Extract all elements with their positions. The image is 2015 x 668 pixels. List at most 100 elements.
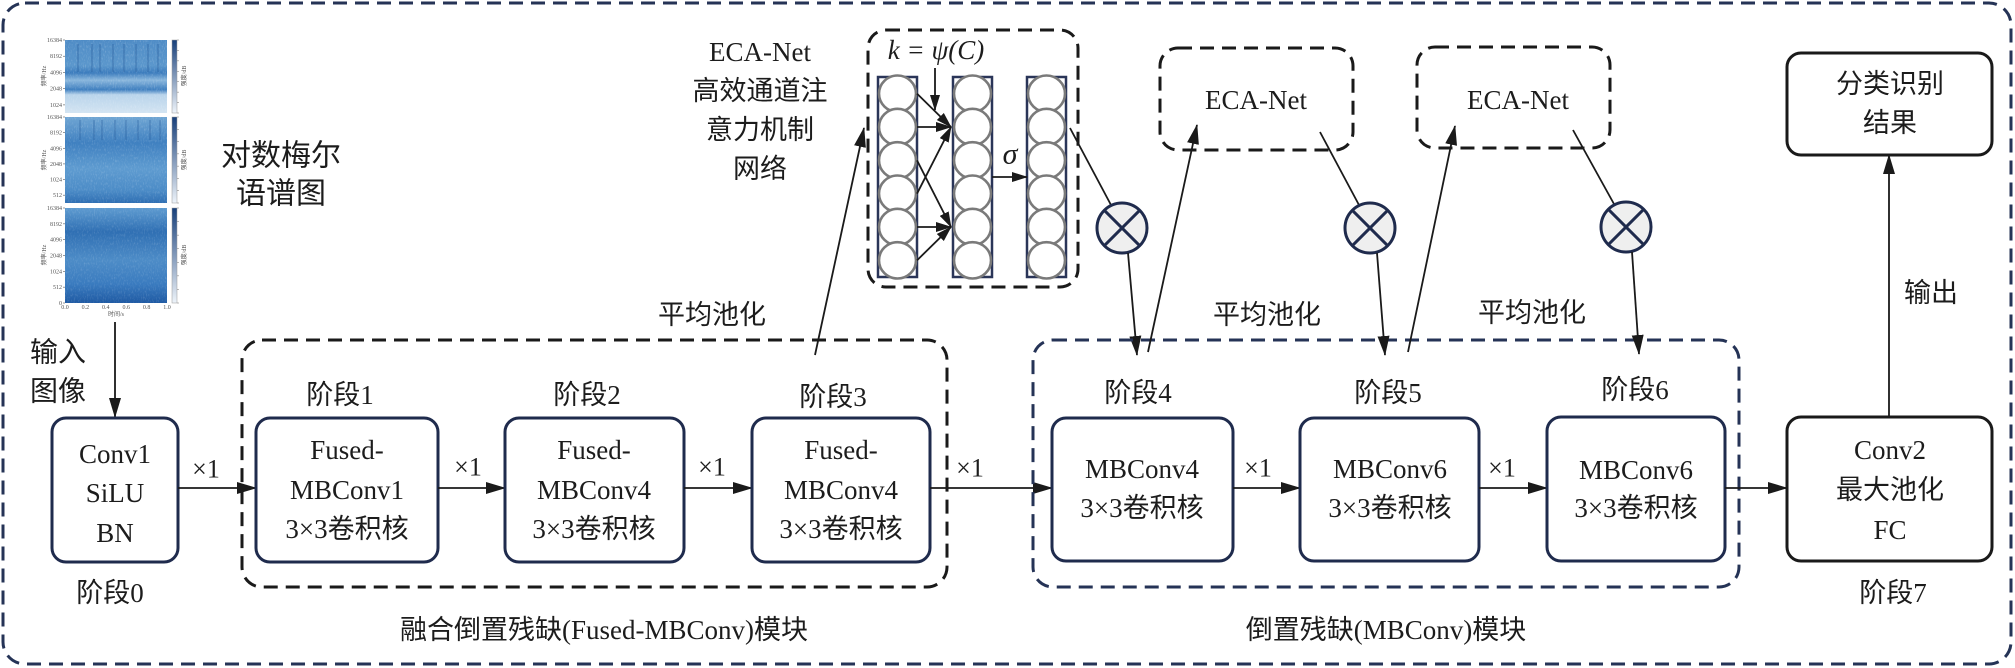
stage-4-line-1: MBConv4 [1085, 454, 1200, 484]
spectrogram-y-tick: 512 [53, 285, 62, 291]
eca-1d-conv-arrows [916, 93, 952, 261]
fused-mbconv-group [240, 338, 949, 589]
stage-1-line-1: Fused- [310, 435, 384, 465]
colorbar-2 [171, 116, 178, 204]
eca-channel-columns [876, 74, 1068, 280]
repeat-label-3: ×1 [698, 453, 726, 482]
stage-7-line-3: FC [1873, 515, 1906, 545]
channel-node [877, 240, 918, 280]
multiply-icon [1095, 201, 1149, 255]
classification-result-line-1: 分类识别 [1836, 69, 1944, 99]
log-mel-spectrogram: 1638481924096204810241638481924096204810… [40, 38, 188, 318]
channel-node [952, 207, 993, 247]
spectrogram-y-label: 频率/Hz [40, 65, 48, 86]
spectrogram-y-tick: 1024 [50, 103, 62, 109]
stage-3-line-3: 3×3卷积核 [779, 514, 902, 544]
repeat-label-5: ×1 [1244, 454, 1272, 483]
channel-node [952, 74, 993, 114]
stage-2-box [503, 416, 686, 564]
spectrogram-y-tick: 4096 [50, 146, 62, 152]
spectrogram-ticks: 1638481924096204810241638481924096204810… [47, 38, 179, 311]
spectrogram-y-tick: 16384 [47, 38, 62, 44]
stage-6-label: 阶段6 [1601, 375, 1669, 405]
spectrogram-panel-3-texture [65, 208, 167, 303]
arrow-pooling-to-eca-detail [814, 127, 866, 356]
stage-0-line-2: SiLU [86, 478, 145, 508]
input-label-line-2: 图像 [30, 376, 86, 408]
spectrogram-y-tick: 4096 [50, 238, 62, 244]
stage-3-box [750, 416, 932, 564]
pooling-label-1: 平均池化 [658, 300, 766, 330]
channel-node [877, 140, 918, 180]
spectrogram-caption-line-1: 对数梅尔 [221, 140, 341, 173]
spectrogram-x-tick: 0.0 [61, 305, 69, 311]
spectrogram-y-label: 频率/Hz [40, 149, 48, 170]
stage-3-line-1: Fused- [804, 435, 878, 465]
stage-5-box [1298, 416, 1481, 563]
pooling-label-2: 平均池化 [1213, 300, 1321, 330]
repeat-label-1: ×1 [192, 455, 220, 484]
repeat-label-4: ×1 [956, 454, 984, 483]
spectrogram-y-tick: 2048 [50, 87, 62, 93]
channel-node [952, 240, 993, 280]
repeat-label-2: ×1 [454, 453, 482, 482]
line-eca-a-to-multiply-2 [1319, 131, 1360, 206]
stage-0-line-3: BN [96, 518, 134, 548]
channel-node [877, 174, 918, 214]
colorbar-1 [171, 39, 178, 114]
stage-0-label: 阶段0 [76, 578, 144, 608]
spectrogram-y-tick: 512 [53, 193, 62, 199]
stage-2-line-3: 3×3卷积核 [532, 514, 655, 544]
channel-node [877, 107, 918, 147]
stage-5-line-2: 3×3卷积核 [1328, 493, 1451, 523]
stage-4-box [1050, 416, 1235, 563]
conv-arrow [916, 93, 952, 128]
eca-kernel-formula: k = ψ(C) [888, 35, 984, 65]
spectrogram-y-tick: 4096 [50, 70, 62, 76]
stage-6-line-2: 3×3卷积核 [1574, 493, 1697, 523]
channel-node [1026, 207, 1067, 247]
spectrogram-x-tick: 1.0 [163, 305, 171, 311]
arrow-multiply-1-to-stage4 [1127, 252, 1142, 356]
eca-detail-label-line-3: 意力机制 [706, 115, 814, 145]
arrow-stage5-to-eca-b [1407, 125, 1458, 353]
stage-1-label: 阶段1 [306, 380, 374, 410]
eca-detail-box [866, 28, 1080, 289]
classification-result-line-2: 结果 [1863, 108, 1917, 138]
mbconv-group-caption: 倒置残缺(MBConv)模块 [1246, 615, 1527, 645]
spectrogram-panel-1-texture [65, 40, 167, 113]
arrow-stage4-to-eca-a [1147, 124, 1199, 353]
channel-node [1026, 140, 1067, 180]
stage-7-label: 阶段7 [1859, 578, 1927, 608]
stage-4-label: 阶段4 [1104, 378, 1172, 408]
stage-2-line-1: Fused- [557, 435, 631, 465]
fused-mbconv-group-caption: 融合倒置残缺(Fused-MBConv)模块 [400, 615, 808, 645]
channel-node [877, 207, 918, 247]
stage-1-line-3: 3×3卷积核 [285, 514, 408, 544]
sigmoid-symbol: σ [1003, 138, 1019, 171]
spectrogram-x-label: 时间/s [108, 310, 125, 318]
channel-node [877, 74, 918, 114]
channel-node [1026, 240, 1067, 280]
spectrogram-y-tick: 16384 [47, 206, 62, 212]
input-label-line-1: 输入 [30, 337, 86, 369]
channel-node [1026, 74, 1067, 114]
colorbar-label: 强度/dB [180, 150, 188, 171]
colorbar-label: 强度/dB [180, 66, 188, 87]
spectrogram-y-tick: 2048 [50, 162, 62, 168]
channel-node [952, 107, 993, 147]
spectrogram-y-tick: 8192 [50, 222, 62, 228]
eca-block-b [1415, 45, 1612, 150]
stage-5-label: 阶段5 [1354, 378, 1422, 408]
stage-0-line-1: Conv1 [79, 439, 151, 469]
channel-node [952, 140, 993, 180]
stage-7-line-2: 最大池化 [1836, 475, 1944, 505]
channel-node [952, 174, 993, 214]
channel-node [1026, 174, 1067, 214]
spectrogram-y-tick: 2048 [50, 254, 62, 260]
stage-5-line-1: MBConv6 [1333, 454, 1447, 484]
stage-3-line-2: MBConv4 [784, 475, 899, 505]
